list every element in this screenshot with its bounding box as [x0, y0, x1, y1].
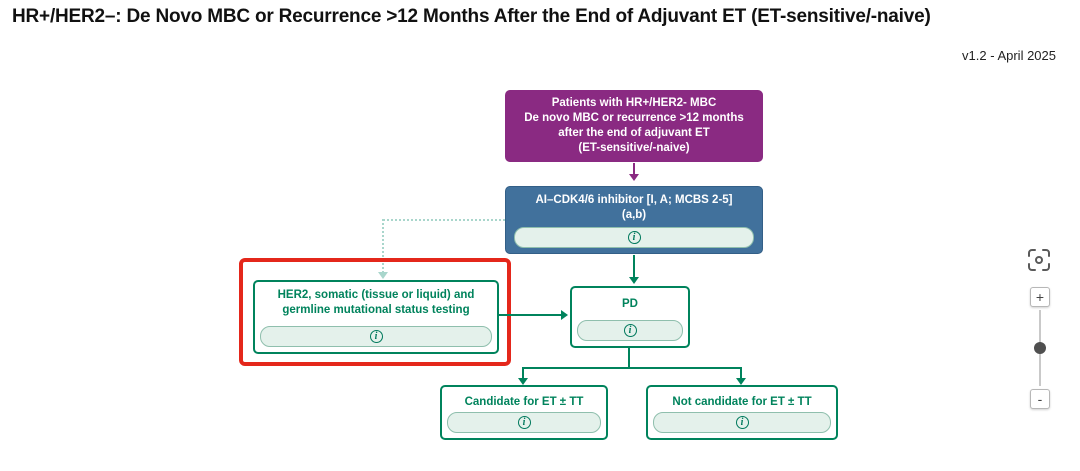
- connector-to-candidate: [522, 367, 524, 379]
- not-candidate-node: Not candidate for ET ± TT i: [646, 385, 838, 440]
- zoom-in-button[interactable]: +: [1030, 287, 1050, 307]
- not-candidate-label: Not candidate for ET ± TT: [672, 396, 812, 408]
- zoom-slider-handle[interactable]: [1034, 342, 1046, 354]
- candidate-label: Candidate for ET ± TT: [464, 396, 584, 408]
- pd-node: PD i: [570, 286, 690, 348]
- focus-icon: [1026, 247, 1052, 273]
- testing-node: HER2, somatic (tissue or liquid) and ger…: [253, 280, 499, 354]
- arrow-testing-to-pd: [499, 314, 561, 316]
- arrow-cdk-to-pd: [633, 255, 635, 277]
- patients-line3: (ET-sensitive/-naive): [578, 141, 690, 154]
- fit-view-button[interactable]: [1024, 245, 1054, 275]
- info-icon: i: [735, 416, 749, 429]
- dotted-connector-horizontal: [383, 219, 505, 221]
- cdk46-info-button[interactable]: i: [514, 227, 754, 248]
- highlight-rectangle: [239, 258, 511, 366]
- arrowhead-to-candidate: [518, 378, 528, 385]
- zoom-out-button[interactable]: -: [1030, 389, 1050, 409]
- patients-node: Patients with HR+/HER2- MBC De novo MBC …: [505, 90, 763, 162]
- dotted-connector-vertical: [382, 219, 384, 273]
- cdk46-node: AI–CDK4/6 inhibitor [I, A; MCBS 2-5] (a,…: [505, 186, 763, 254]
- connector-pd-split: [523, 367, 742, 369]
- candidate-node: Candidate for ET ± TT i: [440, 385, 608, 440]
- testing-text: HER2, somatic (tissue or liquid) and ger…: [277, 289, 475, 316]
- patients-line2: De novo MBC or recurrence >12 months aft…: [524, 112, 744, 139]
- version-label: v1.2 - April 2025: [962, 48, 1056, 63]
- connector-pd-down: [628, 348, 630, 369]
- arrowhead-cdk-to-pd: [629, 277, 639, 284]
- arrowhead-to-not-candidate: [736, 378, 746, 385]
- arrowhead-testing-to-pd: [561, 310, 568, 320]
- pd-label: PD: [622, 298, 638, 310]
- dotted-connector-arrowhead: [378, 272, 388, 279]
- info-icon: i: [623, 324, 637, 337]
- testing-info-button[interactable]: i: [260, 326, 492, 347]
- info-icon: i: [517, 416, 531, 429]
- arrowhead-patients-to-cdk: [629, 174, 639, 181]
- cdk46-line2: (a,b): [621, 208, 647, 221]
- info-icon: i: [369, 330, 383, 343]
- arrow-patients-to-cdk: [633, 163, 635, 175]
- not-candidate-info-button[interactable]: i: [653, 412, 831, 433]
- candidate-info-button[interactable]: i: [447, 412, 601, 433]
- patients-line1: Patients with HR+/HER2- MBC: [551, 97, 717, 110]
- cdk46-line1: AI–CDK4/6 inhibitor [I, A; MCBS 2-5]: [535, 194, 733, 206]
- page-title: HR+/HER2–: De Novo MBC or Recurrence >12…: [12, 6, 931, 27]
- info-icon: i: [627, 231, 641, 244]
- pd-info-button[interactable]: i: [577, 320, 683, 341]
- connector-to-not-candidate: [740, 367, 742, 379]
